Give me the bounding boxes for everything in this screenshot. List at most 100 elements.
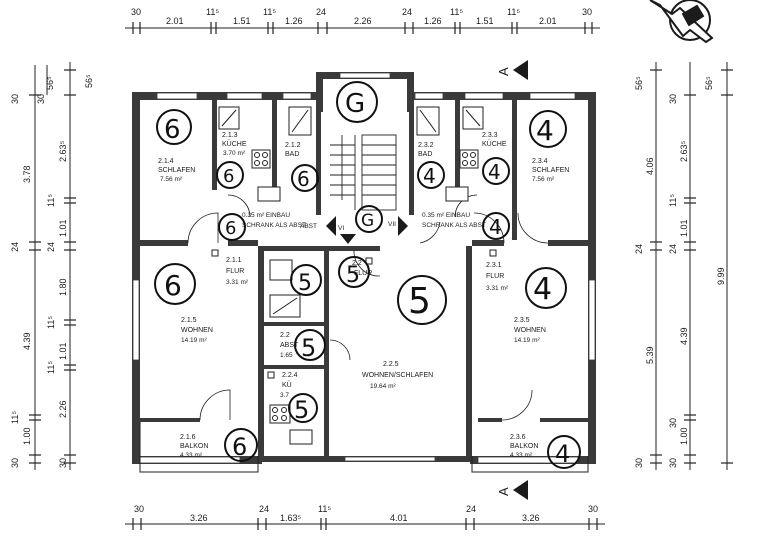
hand-5-b: 5 xyxy=(346,263,360,288)
dim-left-inner-3: 1.01 xyxy=(58,219,68,237)
dim-right-outer-4: 30 xyxy=(634,458,644,468)
dim-top-5: 1.26 xyxy=(285,16,303,26)
room-name-flur-mid: FLUR xyxy=(354,270,372,277)
room-name-bad-left: BAD xyxy=(285,151,299,158)
room-name-abst-mid: ABST xyxy=(280,342,299,349)
hand-6-f: 6 xyxy=(232,433,247,461)
hand-4-e: 4 xyxy=(533,272,552,307)
section-arrow-top-icon xyxy=(513,60,528,80)
dim-top-3: 1.51 xyxy=(233,16,251,26)
hand-4-a: 4 xyxy=(536,114,554,147)
dim-bottom-0: 30 xyxy=(134,504,144,514)
room-num-balkon-right: 2.3.6 xyxy=(510,434,526,441)
hand-5-a: 5 xyxy=(298,271,312,296)
hand-4-d: 4 xyxy=(489,215,502,239)
dim-left-inner-2: 11⁵ xyxy=(46,194,56,207)
dim-bottom-4: 11⁵ xyxy=(318,504,331,514)
room-name-kuche-mid: KÜ xyxy=(282,381,292,389)
hand-g-landing: G xyxy=(361,211,374,231)
walls xyxy=(132,72,596,464)
room-name-flur-right: FLUR xyxy=(486,273,504,280)
stair-label-abst: ABST xyxy=(300,223,317,230)
room-num-schlafen-left: 2.1.4 xyxy=(158,158,174,165)
dim-left-mid-1: 56⁵ xyxy=(45,76,55,90)
dim-left-inner-1: 2.63⁵ xyxy=(58,140,68,162)
dim-top-7: 2.26 xyxy=(354,16,372,26)
hand-6-a: 6 xyxy=(164,115,181,145)
room-name-balkon-left: BALKON xyxy=(180,443,208,450)
dim-bottom-6: 24 xyxy=(466,504,476,514)
dim-top-10: 11⁵ xyxy=(450,7,463,17)
room-name-flur-left: FLUR xyxy=(226,268,244,275)
room-name-bad-right: BAD xyxy=(418,151,432,158)
stair-arrow-left-icon xyxy=(326,216,336,236)
dim-bottom-3: 1.63⁵ xyxy=(280,513,302,523)
room-name-wohnen-left: WOHNEN xyxy=(181,327,213,334)
dim-right-total-1: 9.99 xyxy=(716,267,726,285)
dim-top-4: 11⁵ xyxy=(263,7,276,17)
dim-left-outer-5: 1.00 xyxy=(22,427,32,445)
room-num-flur-mid: 2.2 xyxy=(352,260,362,267)
room-area-flur-right: 3.31 m² xyxy=(486,285,509,292)
room-area-flur-left: 3.31 m² xyxy=(226,279,249,286)
hand-6-d: 6 xyxy=(225,218,236,239)
einbau-left-line1: 0.35 m² EINBAU xyxy=(242,212,290,219)
dim-left-inner-0: 56⁵ xyxy=(84,74,94,88)
room-area-balkon-right: 4.33 m² xyxy=(510,452,533,459)
dim-bottom-8: 30 xyxy=(588,504,598,514)
room-area-balkon-left: 4.33 m² xyxy=(180,452,203,459)
room-num-wohnen-right: 2.3.5 xyxy=(514,317,530,324)
dim-left-inner-10: 30 xyxy=(58,458,68,468)
room-name-schlafen-right: SCHLAFEN xyxy=(532,167,569,174)
dim-bottom-2: 24 xyxy=(259,504,269,514)
dim-left-outer-1: 3.78 xyxy=(22,165,32,183)
dim-bottom-7: 3.26 xyxy=(522,513,540,523)
einbau-left-line2: SCHRANK ALS ABST xyxy=(242,222,306,229)
bottom-dimension-chain xyxy=(125,518,605,530)
dim-bottom-5: 4.01 xyxy=(390,513,408,523)
room-num-kuche-right: 2.3.3 xyxy=(482,132,498,139)
room-num-schlafen-right: 2.3.4 xyxy=(532,158,548,165)
dim-left-inner-7: 1.01 xyxy=(58,342,68,360)
top-dimension-chain xyxy=(125,22,600,34)
room-area-wohnen-right: 14.19 m² xyxy=(514,337,540,344)
stair-arrow-right-icon xyxy=(398,216,408,236)
dim-right-inner-8: 30 xyxy=(668,458,678,468)
hand-4-f: 4 xyxy=(555,440,570,468)
dim-left-inner-9: 2.26 xyxy=(58,400,68,418)
balcony-rails xyxy=(139,422,589,473)
handwritten-circles xyxy=(154,81,581,469)
dim-top-9: 1.26 xyxy=(424,16,442,26)
room-num-kuche-left: 2.1.3 xyxy=(222,132,238,139)
room-num-abst-mid: 2.2 xyxy=(280,332,290,339)
room-area-abst-mid: 1.65 xyxy=(280,352,293,359)
dim-right-inner-7: 1.00 xyxy=(679,427,689,445)
room-num-flur-right: 2.3.1 xyxy=(486,262,502,269)
room-name-wohnen-right: WOHNEN xyxy=(514,327,546,334)
einbau-right-line1: 0.35 m² EINBAU xyxy=(422,212,470,219)
room-num-wohnschlafen: 2.2.5 xyxy=(383,361,399,368)
room-num-kuche-mid: 2.2.4 xyxy=(282,372,298,379)
dim-right-inner-3: 1.01 xyxy=(679,219,689,237)
dim-left-outer-0: 30 xyxy=(10,94,20,104)
room-num-wohnen-left: 2.1.5 xyxy=(181,317,197,324)
section-marker-bottom: A xyxy=(496,487,511,496)
dim-top-13: 2.01 xyxy=(539,16,557,26)
dim-right-inner-4: 24 xyxy=(668,244,678,254)
room-area-wohnschlafen: 19.64 m² xyxy=(370,383,396,390)
dim-top-6: 24 xyxy=(316,7,326,17)
north-arrow-icon xyxy=(649,0,714,44)
section-marker-top: A xyxy=(496,67,511,76)
dim-top-0: 30 xyxy=(131,7,141,17)
room-name-kuche-right: KÜCHE xyxy=(482,140,507,148)
room-num-bad-right: 2.3.2 xyxy=(418,142,434,149)
room-area-schlafen-left: 7.56 m² xyxy=(160,176,183,183)
dim-right-outer-0: 56⁵ xyxy=(634,76,644,90)
room-num-balkon-left: 2.1.6 xyxy=(180,434,196,441)
dim-left-inner-6: 11⁵ xyxy=(46,316,56,329)
dim-right-inner-5: 4.39 xyxy=(679,327,689,345)
dim-top-14: 30 xyxy=(582,7,592,17)
einbau-right-line2: SCHRANK ALS ABST xyxy=(422,222,486,229)
hand-6-c: 6 xyxy=(297,167,310,191)
dim-top-11: 1.51 xyxy=(476,16,494,26)
